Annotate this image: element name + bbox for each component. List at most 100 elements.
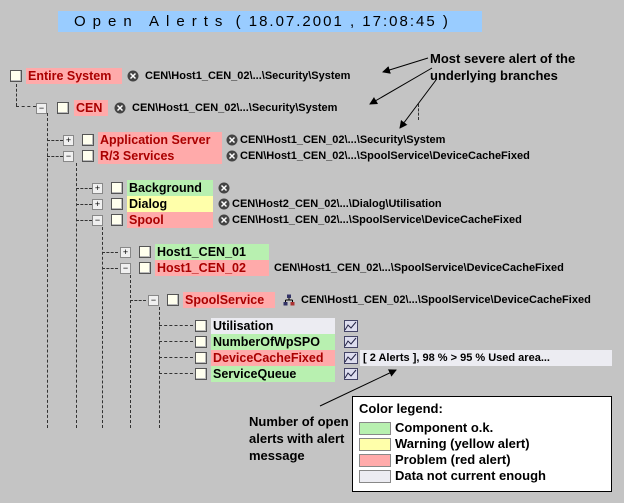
node-label: Host1_CEN_01 xyxy=(155,244,269,260)
tree-node-spool[interactable]: − Spool CEN\Host1_CEN_02\...\SpoolServic… xyxy=(0,212,624,228)
node-checkbox-icon[interactable] xyxy=(57,102,69,114)
tree-line xyxy=(130,275,131,428)
tree-node-service-queue[interactable]: ServiceQueue xyxy=(0,366,624,382)
tree-line xyxy=(16,106,36,107)
node-label: R/3 Services xyxy=(98,148,222,164)
tree-line xyxy=(102,268,118,269)
annotation-severe: Most severe alert of the underlying bran… xyxy=(430,50,575,84)
alert-message: [ 2 Alerts ], 98 % > 95 % Used area... xyxy=(360,350,612,366)
tree-node-r3-services[interactable]: − R/3 Services CEN\Host1_CEN_02\...\Spoo… xyxy=(0,148,624,164)
tree-line xyxy=(76,188,92,189)
tree-line xyxy=(76,204,92,205)
tree-line xyxy=(47,140,63,141)
alert-path: CEN\Host1_CEN_02\...\SpoolService\Device… xyxy=(301,294,591,306)
node-checkbox-icon[interactable] xyxy=(139,262,151,274)
arrow-to-entire-system xyxy=(382,57,429,74)
node-label: Spool xyxy=(127,212,213,228)
collapse-icon[interactable]: − xyxy=(92,215,103,226)
legend-label-ok: Component o.k. xyxy=(395,420,494,435)
collapse-icon[interactable]: − xyxy=(148,295,159,306)
color-legend: Color legend: Component o.k. Warning (ye… xyxy=(352,396,612,492)
node-label: CEN xyxy=(74,100,108,116)
title-suffix: ( 18.07.2001 , 17:08:45 ) xyxy=(235,13,450,30)
tree-node-utilisation[interactable]: Utilisation xyxy=(0,318,624,334)
node-label: ServiceQueue xyxy=(211,366,335,382)
chart-icon[interactable] xyxy=(344,352,358,364)
tree-node-device-cache-fixed[interactable]: DeviceCacheFixed [ 2 Alerts ], 98 % > 95… xyxy=(0,350,624,366)
alert-path: CEN\Host1_CEN_02\...\SpoolService\Device… xyxy=(232,214,522,226)
annotation-line: message xyxy=(249,448,305,463)
alert-path: CEN\Host1_CEN_02\...\Security\System xyxy=(240,134,446,146)
collapse-icon[interactable]: − xyxy=(120,263,131,274)
tree-line xyxy=(16,84,17,106)
red-alert-icon xyxy=(218,214,230,226)
red-alert-icon xyxy=(226,134,238,146)
chart-icon[interactable] xyxy=(344,320,358,332)
arrow-to-cen xyxy=(369,67,433,105)
node-checkbox-icon[interactable] xyxy=(111,214,123,226)
node-checkbox-icon[interactable] xyxy=(111,182,123,194)
node-checkbox-icon[interactable] xyxy=(195,368,207,380)
red-alert-icon xyxy=(127,70,139,82)
expand-icon[interactable]: + xyxy=(120,247,131,258)
legend-label-warning: Warning (yellow alert) xyxy=(395,436,530,451)
node-label: SpoolService xyxy=(183,292,275,308)
tree-node-spool-service[interactable]: − SpoolService CEN\Host1_CEN_02\...\Spoo… xyxy=(0,292,624,308)
collapse-icon[interactable]: − xyxy=(63,151,74,162)
red-alert-icon xyxy=(226,150,238,162)
expand-icon[interactable]: + xyxy=(92,199,103,210)
arrow-to-branch xyxy=(399,79,437,129)
tree-node-host1-cen-02[interactable]: − Host1_CEN_02 CEN\Host1_CEN_02\...\Spoo… xyxy=(0,260,624,276)
expand-icon[interactable]: + xyxy=(92,183,103,194)
legend-label-not-current: Data not current enough xyxy=(395,468,546,483)
network-icon xyxy=(283,294,295,306)
node-checkbox-icon[interactable] xyxy=(10,70,22,82)
node-checkbox-icon[interactable] xyxy=(195,336,207,348)
alert-path: CEN\Host1_CEN_02\...\Security\System xyxy=(145,70,351,82)
annotation-open-alerts: Number of open alerts with alert message xyxy=(249,413,349,464)
node-label: Dialog xyxy=(127,196,213,212)
node-checkbox-icon[interactable] xyxy=(111,198,123,210)
tree-node-host1-cen-01[interactable]: + Host1_CEN_01 xyxy=(0,244,624,260)
node-checkbox-icon[interactable] xyxy=(82,134,94,146)
node-checkbox-icon[interactable] xyxy=(82,150,94,162)
tree-node-number-of-wp-spo[interactable]: NumberOfWpSPO xyxy=(0,334,624,350)
tree-line xyxy=(76,163,77,428)
page-title: Open Alerts ( 18.07.2001 , 17:08:45 ) xyxy=(58,11,482,32)
tree-line xyxy=(47,156,63,157)
title-prefix: Open Alerts xyxy=(74,13,230,30)
tree-line xyxy=(130,300,146,301)
tree-node-dialog[interactable]: + Dialog CEN\Host2_CEN_02\...\Dialog\Uti… xyxy=(0,196,624,212)
tree-node-entire-system[interactable]: Entire System CEN\Host1_CEN_02\...\Secur… xyxy=(0,68,624,84)
node-checkbox-icon[interactable] xyxy=(139,246,151,258)
tree-line xyxy=(159,325,193,326)
chart-icon[interactable] xyxy=(344,368,358,380)
alert-path: CEN\Host2_CEN_02\...\Dialog\Utilisation xyxy=(232,198,442,210)
tree-node-cen[interactable]: − CEN CEN\Host1_CEN_02\...\Security\Syst… xyxy=(0,100,624,116)
alert-path: CEN\Host1_CEN_02\...\SpoolService\Device… xyxy=(274,262,564,274)
legend-title: Color legend: xyxy=(359,401,443,416)
alert-path: CEN\Host1_CEN_02\...\Security\System xyxy=(132,102,338,114)
legend-swatch-problem xyxy=(359,454,391,467)
tree-node-background[interactable]: + Background xyxy=(0,180,624,196)
node-checkbox-icon[interactable] xyxy=(195,352,207,364)
node-checkbox-icon[interactable] xyxy=(167,294,179,306)
node-label: Utilisation xyxy=(211,318,335,334)
tree-line xyxy=(102,252,118,253)
tree-line xyxy=(47,113,48,428)
chart-icon[interactable] xyxy=(344,336,358,348)
annotation-line: Most severe alert of the xyxy=(430,51,576,66)
alert-icon xyxy=(218,198,230,210)
node-label: Entire System xyxy=(26,68,122,84)
collapse-icon[interactable]: − xyxy=(36,103,47,114)
legend-label-problem: Problem (red alert) xyxy=(395,452,511,467)
alert-icon xyxy=(218,182,230,194)
tree-node-application-server[interactable]: + Application Server CEN\Host1_CEN_02\..… xyxy=(0,132,624,148)
tree-line xyxy=(159,341,193,342)
legend-swatch-ok xyxy=(359,422,391,435)
annotation-line: alerts with alert xyxy=(249,431,345,446)
alert-path: CEN\Host1_CEN_02\...\SpoolService\Device… xyxy=(240,150,530,162)
node-checkbox-icon[interactable] xyxy=(195,320,207,332)
expand-icon[interactable]: + xyxy=(63,135,74,146)
